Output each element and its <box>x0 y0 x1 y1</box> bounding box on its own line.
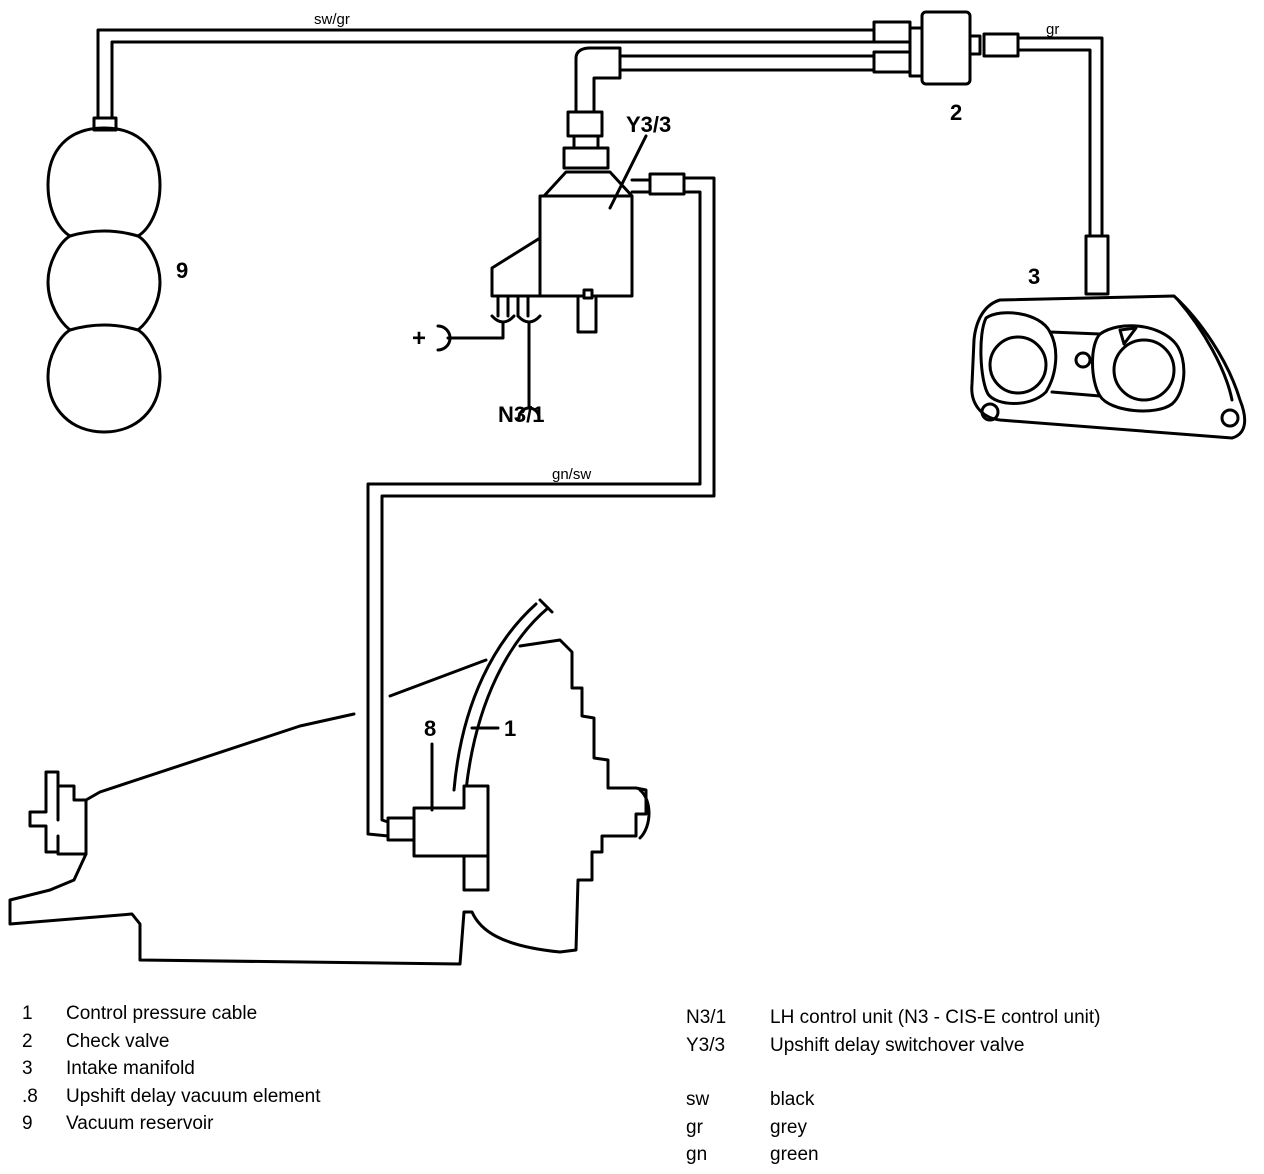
hose-sw-gr <box>96 28 880 124</box>
legend-code: sw <box>686 1089 710 1110</box>
legend-code: 9 <box>22 1113 33 1134</box>
legend-text: Control pressure cable <box>66 1003 258 1024</box>
legend-code: gn <box>686 1144 708 1165</box>
legend-row: 3 Intake manifold <box>16 1055 321 1083</box>
legend-row: 1 Control pressure cable <box>16 1000 321 1028</box>
legend-text: green <box>770 1144 819 1165</box>
callout-2: 2 <box>950 100 962 125</box>
legend-text: Upshift delay switchover valve <box>770 1034 1025 1056</box>
legend-text: grey <box>770 1116 807 1138</box>
hose-label-gr: gr <box>1046 21 1059 38</box>
callout-y33: Y3/3 <box>626 112 671 137</box>
legend-code: gr <box>686 1116 703 1138</box>
vacuum-element <box>386 784 490 892</box>
plus-terminal-label: + <box>412 325 426 352</box>
switchover-valve <box>490 46 686 334</box>
legend-row: .8 Upshift delay vacuum element <box>16 1083 321 1111</box>
hose-label-gn-sw: gn/sw <box>552 466 591 483</box>
legend-components-right: N3/1 LH control unit (N3 - CIS-E control … <box>686 1004 1101 1059</box>
legend-text: Upshift delay vacuum element <box>66 1085 321 1107</box>
legend-color-codes: sw black gr grey gn green <box>686 1086 819 1169</box>
legend-code: 1 <box>22 1003 33 1024</box>
callout-9: 9 <box>176 258 188 283</box>
legend-row: gr grey <box>686 1114 819 1142</box>
hose-label-sw-gr: sw/gr <box>314 11 350 28</box>
legend-text: LH control unit (N3 - CIS-E control unit… <box>770 1007 1101 1028</box>
wiring <box>436 320 541 420</box>
legend-row: gn green <box>686 1141 819 1169</box>
callout-3: 3 <box>1028 264 1040 289</box>
legend-row: N3/1 LH control unit (N3 - CIS-E control … <box>686 1004 1101 1032</box>
legend-row: 9 Vacuum reservoir <box>16 1110 321 1138</box>
legend-text: Check valve <box>66 1030 170 1052</box>
legend-components: 1 Control pressure cable 2 Check valve 3 In… <box>16 1000 321 1138</box>
legend-text: Vacuum reservoir <box>66 1113 214 1134</box>
control-pressure-cable <box>452 598 554 792</box>
intake-manifold <box>970 234 1247 440</box>
legend-row: sw black <box>686 1086 819 1114</box>
callout-1: 1 <box>504 716 516 741</box>
leader-y33 <box>608 134 648 210</box>
callout-8: 8 <box>424 716 436 741</box>
vacuum-reservoir <box>46 116 162 434</box>
legend-text: black <box>770 1089 815 1110</box>
check-valve <box>872 10 1020 86</box>
hose-gn-sw <box>366 176 716 838</box>
transmission <box>8 638 651 966</box>
legend-code: Y3/3 <box>686 1034 726 1056</box>
legend-row: 2 Check valve <box>16 1028 321 1056</box>
legend-code: N3/1 <box>686 1007 727 1028</box>
hose-gr <box>1014 36 1104 242</box>
legend-code: 2 <box>22 1030 33 1052</box>
legend-code: 3 <box>22 1058 33 1079</box>
callout-n31: N3/1 <box>498 402 544 427</box>
vacuum-diagram: sw/gr gr gn/sw 9 2 3 Y3/3 N3/1 8 1 + <box>8 10 1247 966</box>
legend-text: Intake manifold <box>66 1058 195 1079</box>
legend-code: .8 <box>22 1085 38 1107</box>
legend-row: Y3/3 Upshift delay switchover valve <box>686 1032 1101 1060</box>
hose-y33-to-check-valve <box>618 54 880 72</box>
